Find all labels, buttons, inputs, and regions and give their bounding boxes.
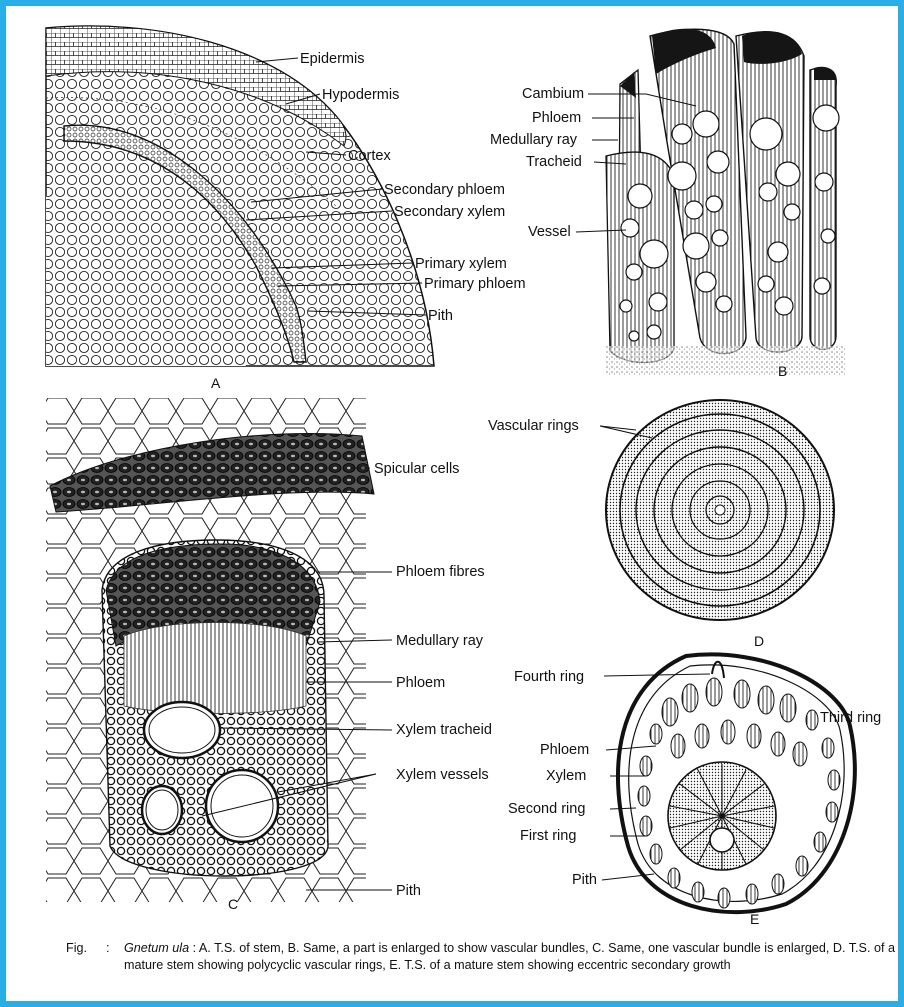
label-phloem-e: Phloem <box>540 742 589 758</box>
botanical-figure: Epidermis Hypodermis Cortex Secondary ph… <box>6 6 898 1006</box>
caption-prefix: Fig. <box>66 940 87 957</box>
panel-letter-b: B <box>778 363 787 379</box>
panel-d-drawing <box>606 400 834 620</box>
caption-text: : A. T.S. of stem, B. Same, a part is en… <box>124 941 895 972</box>
label-vascular-rings: Vascular rings <box>488 418 579 434</box>
label-primary-xylem: Primary xylem <box>415 256 507 272</box>
label-secondary-phloem: Secondary phloem <box>384 182 505 198</box>
label-spicular-cells: Spicular cells <box>374 461 459 477</box>
label-secondary-xylem: Secondary xylem <box>394 204 505 220</box>
panel-letter-c: C <box>228 896 238 912</box>
label-fourth-ring: Fourth ring <box>514 669 584 685</box>
label-phloem-c: Phloem <box>396 675 445 691</box>
panel-a-drawing <box>46 26 434 366</box>
panel-letter-d: D <box>754 633 764 649</box>
panel-letter-e: E <box>750 911 759 927</box>
label-xylem-tracheid: Xylem tracheid <box>396 722 492 738</box>
label-vessel: Vessel <box>528 224 571 240</box>
label-epidermis: Epidermis <box>300 51 364 67</box>
label-tracheid: Tracheid <box>526 154 582 170</box>
label-cortex: Cortex <box>348 148 391 164</box>
panel-e-drawing <box>618 654 855 912</box>
label-medullary-ray-c: Medullary ray <box>396 633 484 649</box>
label-pith-c: Pith <box>396 883 421 899</box>
label-pith-e: Pith <box>572 872 597 888</box>
label-second-ring: Second ring <box>508 801 585 817</box>
label-primary-phloem: Primary phloem <box>424 276 526 292</box>
label-medullary-ray-b: Medullary ray <box>490 132 578 148</box>
panel-letter-a: A <box>211 375 221 391</box>
panel-b-drawing <box>606 29 846 376</box>
label-phloem-fibres: Phloem fibres <box>396 564 485 580</box>
label-third-ring: Third ring <box>820 710 881 726</box>
caption-genus: Gnetum ula <box>124 941 189 955</box>
label-xylem-e: Xylem <box>546 768 586 784</box>
label-cambium: Cambium <box>522 86 584 102</box>
figure-caption: Fig. : Gnetum ula : A. T.S. of stem, B. … <box>66 940 904 974</box>
label-hypodermis: Hypodermis <box>322 87 399 103</box>
label-first-ring: First ring <box>520 828 576 844</box>
caption-body: Gnetum ula : A. T.S. of stem, B. Same, a… <box>124 940 904 974</box>
label-xylem-vessels: Xylem vessels <box>396 767 489 783</box>
caption-separator: : <box>106 940 110 957</box>
label-pith-a: Pith <box>428 308 453 324</box>
label-phloem-b: Phloem <box>532 110 581 126</box>
panel-c-drawing <box>46 398 374 902</box>
